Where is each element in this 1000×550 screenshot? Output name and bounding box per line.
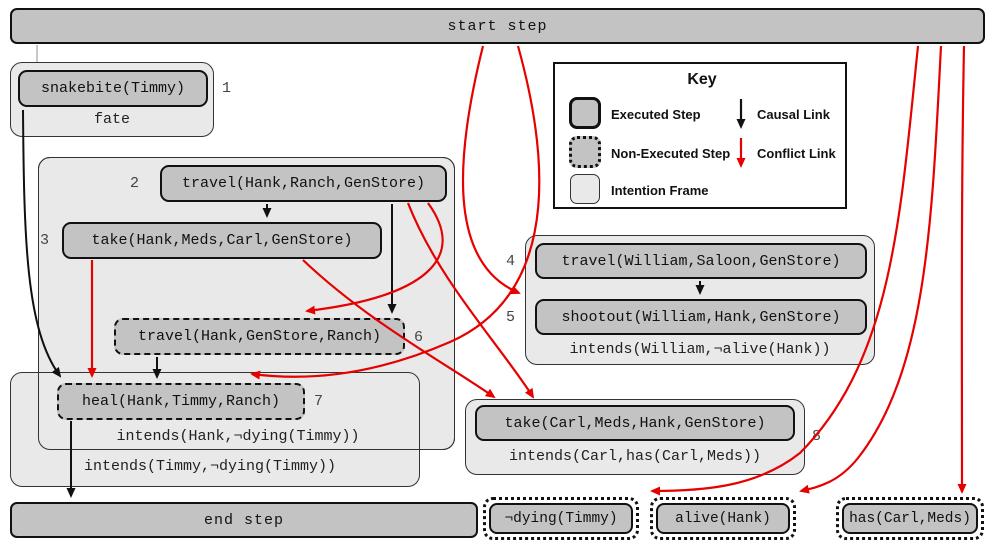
step-travel-hank-out-label: travel(Hank,Ranch,GenStore) bbox=[181, 175, 426, 192]
step-travel-hank-back: travel(Hank,GenStore,Ranch) bbox=[114, 318, 405, 355]
key-conflict-label: Conflict Link bbox=[757, 146, 836, 161]
step-number-4: 4 bbox=[506, 253, 516, 270]
step-take-hank-label: take(Hank,Meds,Carl,GenStore) bbox=[91, 232, 353, 249]
william-frame-label: intends(William,¬alive(Hank)) bbox=[569, 341, 831, 358]
key-non-executed-label: Non-Executed Step bbox=[611, 146, 731, 161]
condition-has-carl-meds-label: has(Carl,Meds) bbox=[842, 503, 978, 534]
conflict-link-start-to-has_carl_meds bbox=[957, 45, 967, 494]
start-step-bar: start step bbox=[10, 8, 985, 44]
condition-not-dying-timmy: ¬dying(Timmy) bbox=[483, 497, 639, 540]
key-executed-label: Executed Step bbox=[611, 107, 701, 122]
step-number-7: 7 bbox=[314, 393, 324, 410]
step-take-hank: take(Hank,Meds,Carl,GenStore) bbox=[62, 222, 382, 259]
fate-frame-label: fate bbox=[93, 111, 130, 128]
step-shootout: shootout(William,Hank,GenStore) bbox=[535, 299, 867, 335]
key-legend: Key Executed Step Non-Executed Step Inte… bbox=[553, 62, 847, 209]
hank-frame-label: intends(Hank,¬dying(Timmy)) bbox=[116, 428, 360, 445]
step-travel-hank-back-label: travel(Hank,GenStore,Ranch) bbox=[137, 328, 382, 345]
step-shootout-label: shootout(William,Hank,GenStore) bbox=[561, 308, 841, 326]
step-number-5: 5 bbox=[506, 309, 516, 326]
condition-alive-hank-label: alive(Hank) bbox=[656, 503, 790, 534]
step-take-carl: take(Carl,Meds,Hank,GenStore) bbox=[475, 405, 795, 441]
step-snakebite-label: snakebite(Timmy) bbox=[40, 80, 186, 97]
step-heal-label: heal(Hank,Timmy,Ranch) bbox=[81, 393, 281, 410]
causal-link-arrow-icon bbox=[736, 99, 746, 129]
end-step-bar: end step bbox=[10, 502, 478, 538]
step-number-6: 6 bbox=[414, 329, 424, 346]
step-take-carl-label: take(Carl,Meds,Hank,GenStore) bbox=[504, 414, 766, 432]
key-intention-label: Intention Frame bbox=[611, 183, 709, 198]
step-travel-william: travel(William,Saloon,GenStore) bbox=[535, 243, 867, 279]
step-number-3: 3 bbox=[40, 232, 50, 249]
step-number-2: 2 bbox=[130, 175, 140, 192]
step-heal: heal(Hank,Timmy,Ranch) bbox=[57, 383, 305, 420]
key-title: Key bbox=[687, 71, 717, 88]
start-step-label: start step bbox=[447, 17, 548, 35]
carl-frame-label: intends(Carl,has(Carl,Meds)) bbox=[508, 448, 762, 465]
step-snakebite: snakebite(Timmy) bbox=[18, 70, 208, 107]
conflict-link-arrow-icon bbox=[736, 138, 746, 168]
non-executed-step-swatch bbox=[569, 136, 601, 168]
key-causal-label: Causal Link bbox=[757, 107, 830, 122]
end-step-label: end step bbox=[203, 511, 284, 529]
executed-step-swatch bbox=[569, 97, 601, 129]
step-number-1: 1 bbox=[222, 80, 232, 97]
step-travel-william-label: travel(William,Saloon,GenStore) bbox=[561, 252, 841, 270]
step-travel-hank-out: travel(Hank,Ranch,GenStore) bbox=[160, 165, 447, 202]
condition-not-dying-timmy-label: ¬dying(Timmy) bbox=[489, 503, 633, 534]
intention-frame-swatch bbox=[570, 174, 600, 204]
step-number-8: 8 bbox=[812, 428, 822, 445]
condition-alive-hank: alive(Hank) bbox=[650, 497, 796, 540]
timmy-frame-label: intends(Timmy,¬dying(Timmy)) bbox=[83, 458, 337, 475]
condition-has-carl-meds: has(Carl,Meds) bbox=[836, 497, 984, 540]
